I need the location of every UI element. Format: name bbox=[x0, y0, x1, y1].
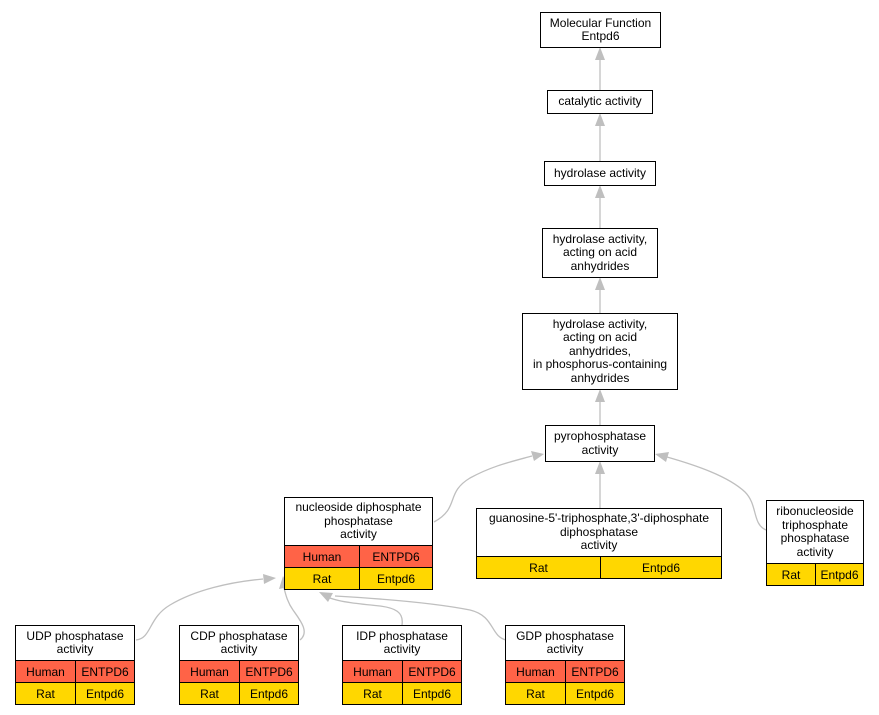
species-cell: Rat bbox=[36, 686, 55, 701]
node-ribonucleoside-triphosphate-phosphatase[interactable]: ribonucleoside triphosphate phosphatase … bbox=[766, 500, 864, 586]
node-label: guanosine-5'-triphosphate,3'-diphosphate… bbox=[488, 511, 710, 553]
gene-cell[interactable]: Entpd6 bbox=[75, 683, 134, 704]
node-label: hydrolase activity, acting on acid anhyd… bbox=[532, 316, 668, 385]
edge-arrowhead bbox=[595, 389, 605, 402]
gene-cell[interactable]: Entpd6 bbox=[815, 564, 863, 585]
annotation-row-rat: Rat Entpd6 bbox=[343, 682, 461, 704]
edge-arrowhead bbox=[595, 277, 605, 290]
node-nucleoside-diphosphate-phosphatase[interactable]: nucleoside diphosphate phosphatase activ… bbox=[284, 497, 433, 590]
edge-arrowhead bbox=[263, 574, 276, 584]
node-label: nucleoside diphosphate phosphatase activ… bbox=[295, 500, 422, 542]
node-hydrolase-activity-phosphorus-anhydrides[interactable]: hydrolase activity, acting on acid anhyd… bbox=[522, 313, 678, 390]
annotation-row-human: Human ENTPD6 bbox=[285, 545, 432, 567]
node-idp-phosphatase[interactable]: IDP phosphatase activity Human ENTPD6 Ra… bbox=[342, 625, 462, 705]
species-cell: Human bbox=[516, 664, 555, 679]
gene-cell[interactable]: ENTPD6 bbox=[75, 661, 134, 682]
edge-arrowhead bbox=[595, 185, 605, 198]
edge-rntp-to-pyro bbox=[666, 456, 767, 531]
edge-gdp-to-ndp bbox=[334, 595, 507, 641]
species-cell: Rat bbox=[529, 560, 548, 575]
node-hydrolase-activity[interactable]: hydrolase activity bbox=[544, 161, 656, 186]
species-cell: Human bbox=[190, 664, 229, 679]
node-label: Molecular Function Entpd6 bbox=[549, 15, 652, 43]
node-guanosine-diphosphatase[interactable]: guanosine-5'-triphosphate,3'-diphosphate… bbox=[476, 508, 722, 579]
edge-arrowhead bbox=[595, 461, 605, 474]
gene-cell[interactable]: Entpd6 bbox=[239, 683, 298, 704]
edge-arrowhead bbox=[595, 47, 605, 60]
species-cell: Rat bbox=[781, 567, 801, 582]
node-label: GDP phosphatase activity bbox=[516, 628, 614, 656]
edge-cdp-to-ndp bbox=[283, 587, 305, 641]
annotation-row-human: Human ENTPD6 bbox=[180, 660, 298, 682]
annotation-row-rat: Rat Entpd6 bbox=[767, 563, 863, 585]
annotation-row-human: Human ENTPD6 bbox=[343, 660, 461, 682]
annotation-row-rat: Rat Entpd6 bbox=[477, 556, 721, 578]
node-label: CDP phosphatase activity bbox=[190, 628, 288, 656]
annotation-row-human: Human ENTPD6 bbox=[506, 660, 624, 682]
node-label: pyrophosphatase activity bbox=[553, 429, 647, 457]
node-pyrophosphatase-activity[interactable]: pyrophosphatase activity bbox=[545, 425, 655, 462]
node-label: ribonucleoside triphosphate phosphatase … bbox=[776, 504, 854, 559]
gene-cell[interactable]: Entpd6 bbox=[359, 568, 432, 589]
species-cell: Rat bbox=[200, 686, 219, 701]
node-label: catalytic activity bbox=[558, 94, 642, 109]
gene-cell[interactable]: ENTPD6 bbox=[359, 546, 432, 567]
node-label: hydrolase activity bbox=[553, 165, 647, 180]
node-catalytic-activity[interactable]: catalytic activity bbox=[547, 90, 653, 114]
node-hydrolase-activity-acid-anhydrides[interactable]: hydrolase activity, acting on acid anhyd… bbox=[542, 228, 658, 278]
edge-idp-to-ndp bbox=[329, 597, 403, 626]
species-cell: Human bbox=[26, 664, 65, 679]
node-molecular-function[interactable]: Molecular Function Entpd6 bbox=[540, 12, 661, 48]
edge-arrowhead bbox=[319, 592, 333, 602]
annotation-row-rat: Rat Entpd6 bbox=[506, 682, 624, 704]
node-udp-phosphatase[interactable]: UDP phosphatase activity Human ENTPD6 Ra… bbox=[15, 625, 135, 705]
species-cell: Human bbox=[353, 664, 392, 679]
annotation-row-rat: Rat Entpd6 bbox=[285, 567, 432, 589]
gene-cell[interactable]: ENTPD6 bbox=[239, 661, 298, 682]
edge-arrowhead bbox=[595, 113, 605, 126]
species-cell: Rat bbox=[363, 686, 382, 701]
edge-udp-to-ndp bbox=[135, 578, 264, 641]
annotation-row-rat: Rat Entpd6 bbox=[16, 682, 134, 704]
edge-ndp-to-pyro bbox=[433, 455, 533, 523]
species-cell: Rat bbox=[312, 571, 332, 586]
species-cell: Rat bbox=[526, 686, 545, 701]
gene-cell[interactable]: ENTPD6 bbox=[565, 661, 624, 682]
edge-arrowhead bbox=[531, 451, 544, 461]
annotation-row-human: Human ENTPD6 bbox=[16, 660, 134, 682]
gene-cell[interactable]: Entpd6 bbox=[600, 557, 721, 578]
node-label: UDP phosphatase activity bbox=[26, 628, 124, 656]
node-label: IDP phosphatase activity bbox=[356, 628, 448, 656]
node-label: hydrolase activity, acting on acid anhyd… bbox=[552, 231, 648, 273]
species-cell: Human bbox=[302, 549, 342, 564]
node-cdp-phosphatase[interactable]: CDP phosphatase activity Human ENTPD6 Ra… bbox=[179, 625, 299, 705]
gene-cell[interactable]: Entpd6 bbox=[565, 683, 624, 704]
gene-cell[interactable]: ENTPD6 bbox=[402, 661, 461, 682]
node-gdp-phosphatase[interactable]: GDP phosphatase activity Human ENTPD6 Ra… bbox=[505, 625, 625, 705]
edge-arrowhead bbox=[655, 452, 669, 462]
annotation-row-rat: Rat Entpd6 bbox=[180, 682, 298, 704]
gene-cell[interactable]: Entpd6 bbox=[402, 683, 461, 704]
